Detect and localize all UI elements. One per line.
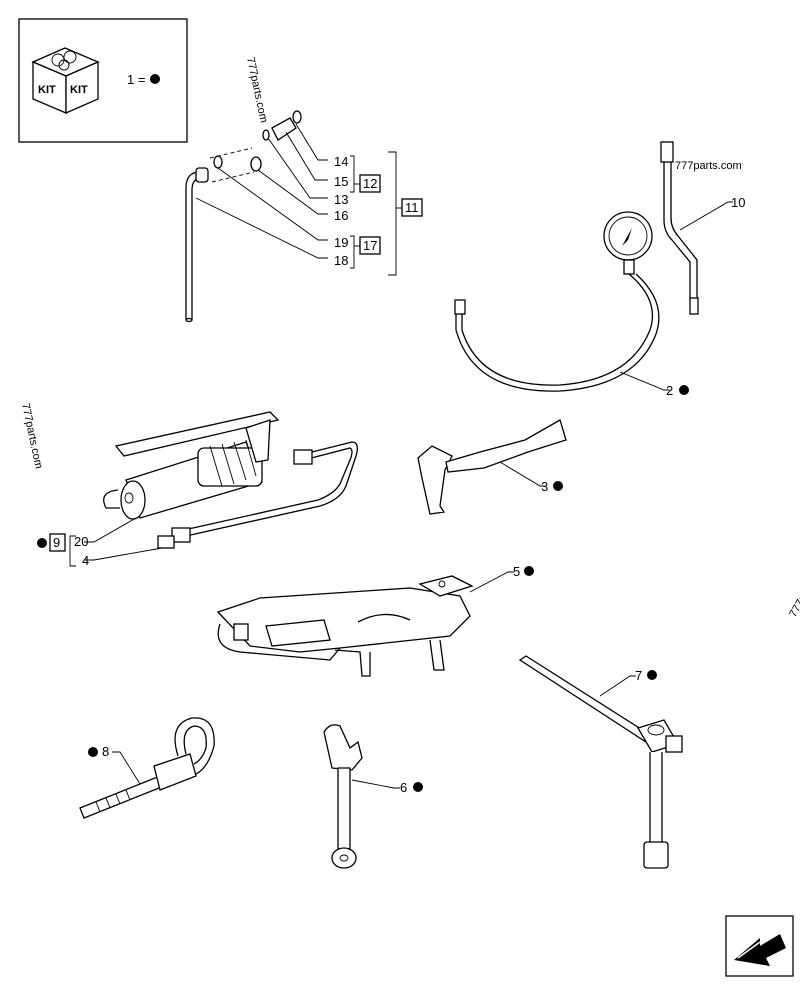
nav-arrow-frame[interactable]: [725, 915, 794, 977]
kit-dot-icon: [553, 481, 563, 491]
o-ring-13: [262, 129, 270, 141]
callout-18: 18: [334, 253, 348, 268]
nav-arrow-button[interactable]: [725, 915, 794, 977]
ref-box-17: [359, 236, 381, 255]
callout-12: 12: [363, 176, 377, 191]
kit-dot-icon: [647, 670, 657, 680]
grease-gun-20: [103, 411, 358, 549]
hose-10: [660, 141, 733, 315]
callout-14: 14: [334, 154, 348, 169]
kit-legend: KIT KIT 1 =: [18, 18, 188, 143]
adjustable-wrench-6: [323, 724, 400, 869]
kit-label-right: KIT: [70, 84, 88, 96]
legend-equation: 1 =: [127, 72, 145, 87]
kit-dot-icon: [524, 566, 534, 576]
watermark-edge: 777parts.com: [787, 556, 800, 620]
arrow-icon[interactable]: [734, 934, 786, 966]
callout-13: 13: [334, 192, 348, 207]
kit-dot-icon: [88, 747, 98, 757]
plug-16: [250, 156, 262, 172]
callout-11: 11: [405, 200, 419, 215]
ref-box-12: [359, 174, 381, 193]
callout-8: 8: [102, 744, 109, 759]
bracket-11: [388, 151, 397, 276]
bracket-17: [350, 235, 355, 269]
legend-frame: [18, 18, 188, 143]
tool-bag-5: [216, 571, 514, 677]
callout-17: 17: [363, 238, 377, 253]
o-ring-14: [292, 110, 302, 124]
ref-box-11: [401, 198, 423, 217]
kit-dot-icon: [37, 538, 47, 548]
kit-dot-icon: [413, 782, 423, 792]
o-ring-19: [213, 155, 223, 169]
callout-2: 2: [666, 383, 673, 398]
ref-box-9: [49, 533, 66, 552]
callout-6: 6: [400, 780, 407, 795]
clamp-bolt-8: [79, 717, 215, 819]
kit-box-icon: KIT KIT: [31, 47, 100, 114]
watermark-right: 777parts.com: [675, 160, 742, 172]
callout-10: 10: [731, 195, 745, 210]
coupler-4: [171, 527, 191, 543]
watermark-top: 777parts.com: [244, 56, 270, 124]
callout-15: 15: [334, 174, 348, 189]
kit-dot-icon: [150, 74, 160, 84]
hammer-3: [417, 419, 567, 515]
bracket-12: [350, 155, 355, 193]
callout-5: 5: [513, 564, 520, 579]
callout-20: 20: [74, 534, 88, 549]
callout-9: 9: [53, 535, 60, 550]
watermark-left: 777parts.com: [19, 402, 45, 470]
callout-19: 19: [334, 235, 348, 250]
socket-wrench-7: [518, 655, 683, 869]
elbow-pipe-assembly: [185, 110, 328, 323]
callout-4: 4: [82, 553, 89, 568]
kit-dot-icon: [679, 385, 689, 395]
nipple-15: [271, 117, 297, 141]
kit-label-left: KIT: [38, 84, 56, 96]
pressure-gauge-2: [454, 211, 670, 392]
callout-16: 16: [334, 208, 348, 223]
callout-3: 3: [541, 479, 548, 494]
callout-7: 7: [635, 668, 642, 683]
